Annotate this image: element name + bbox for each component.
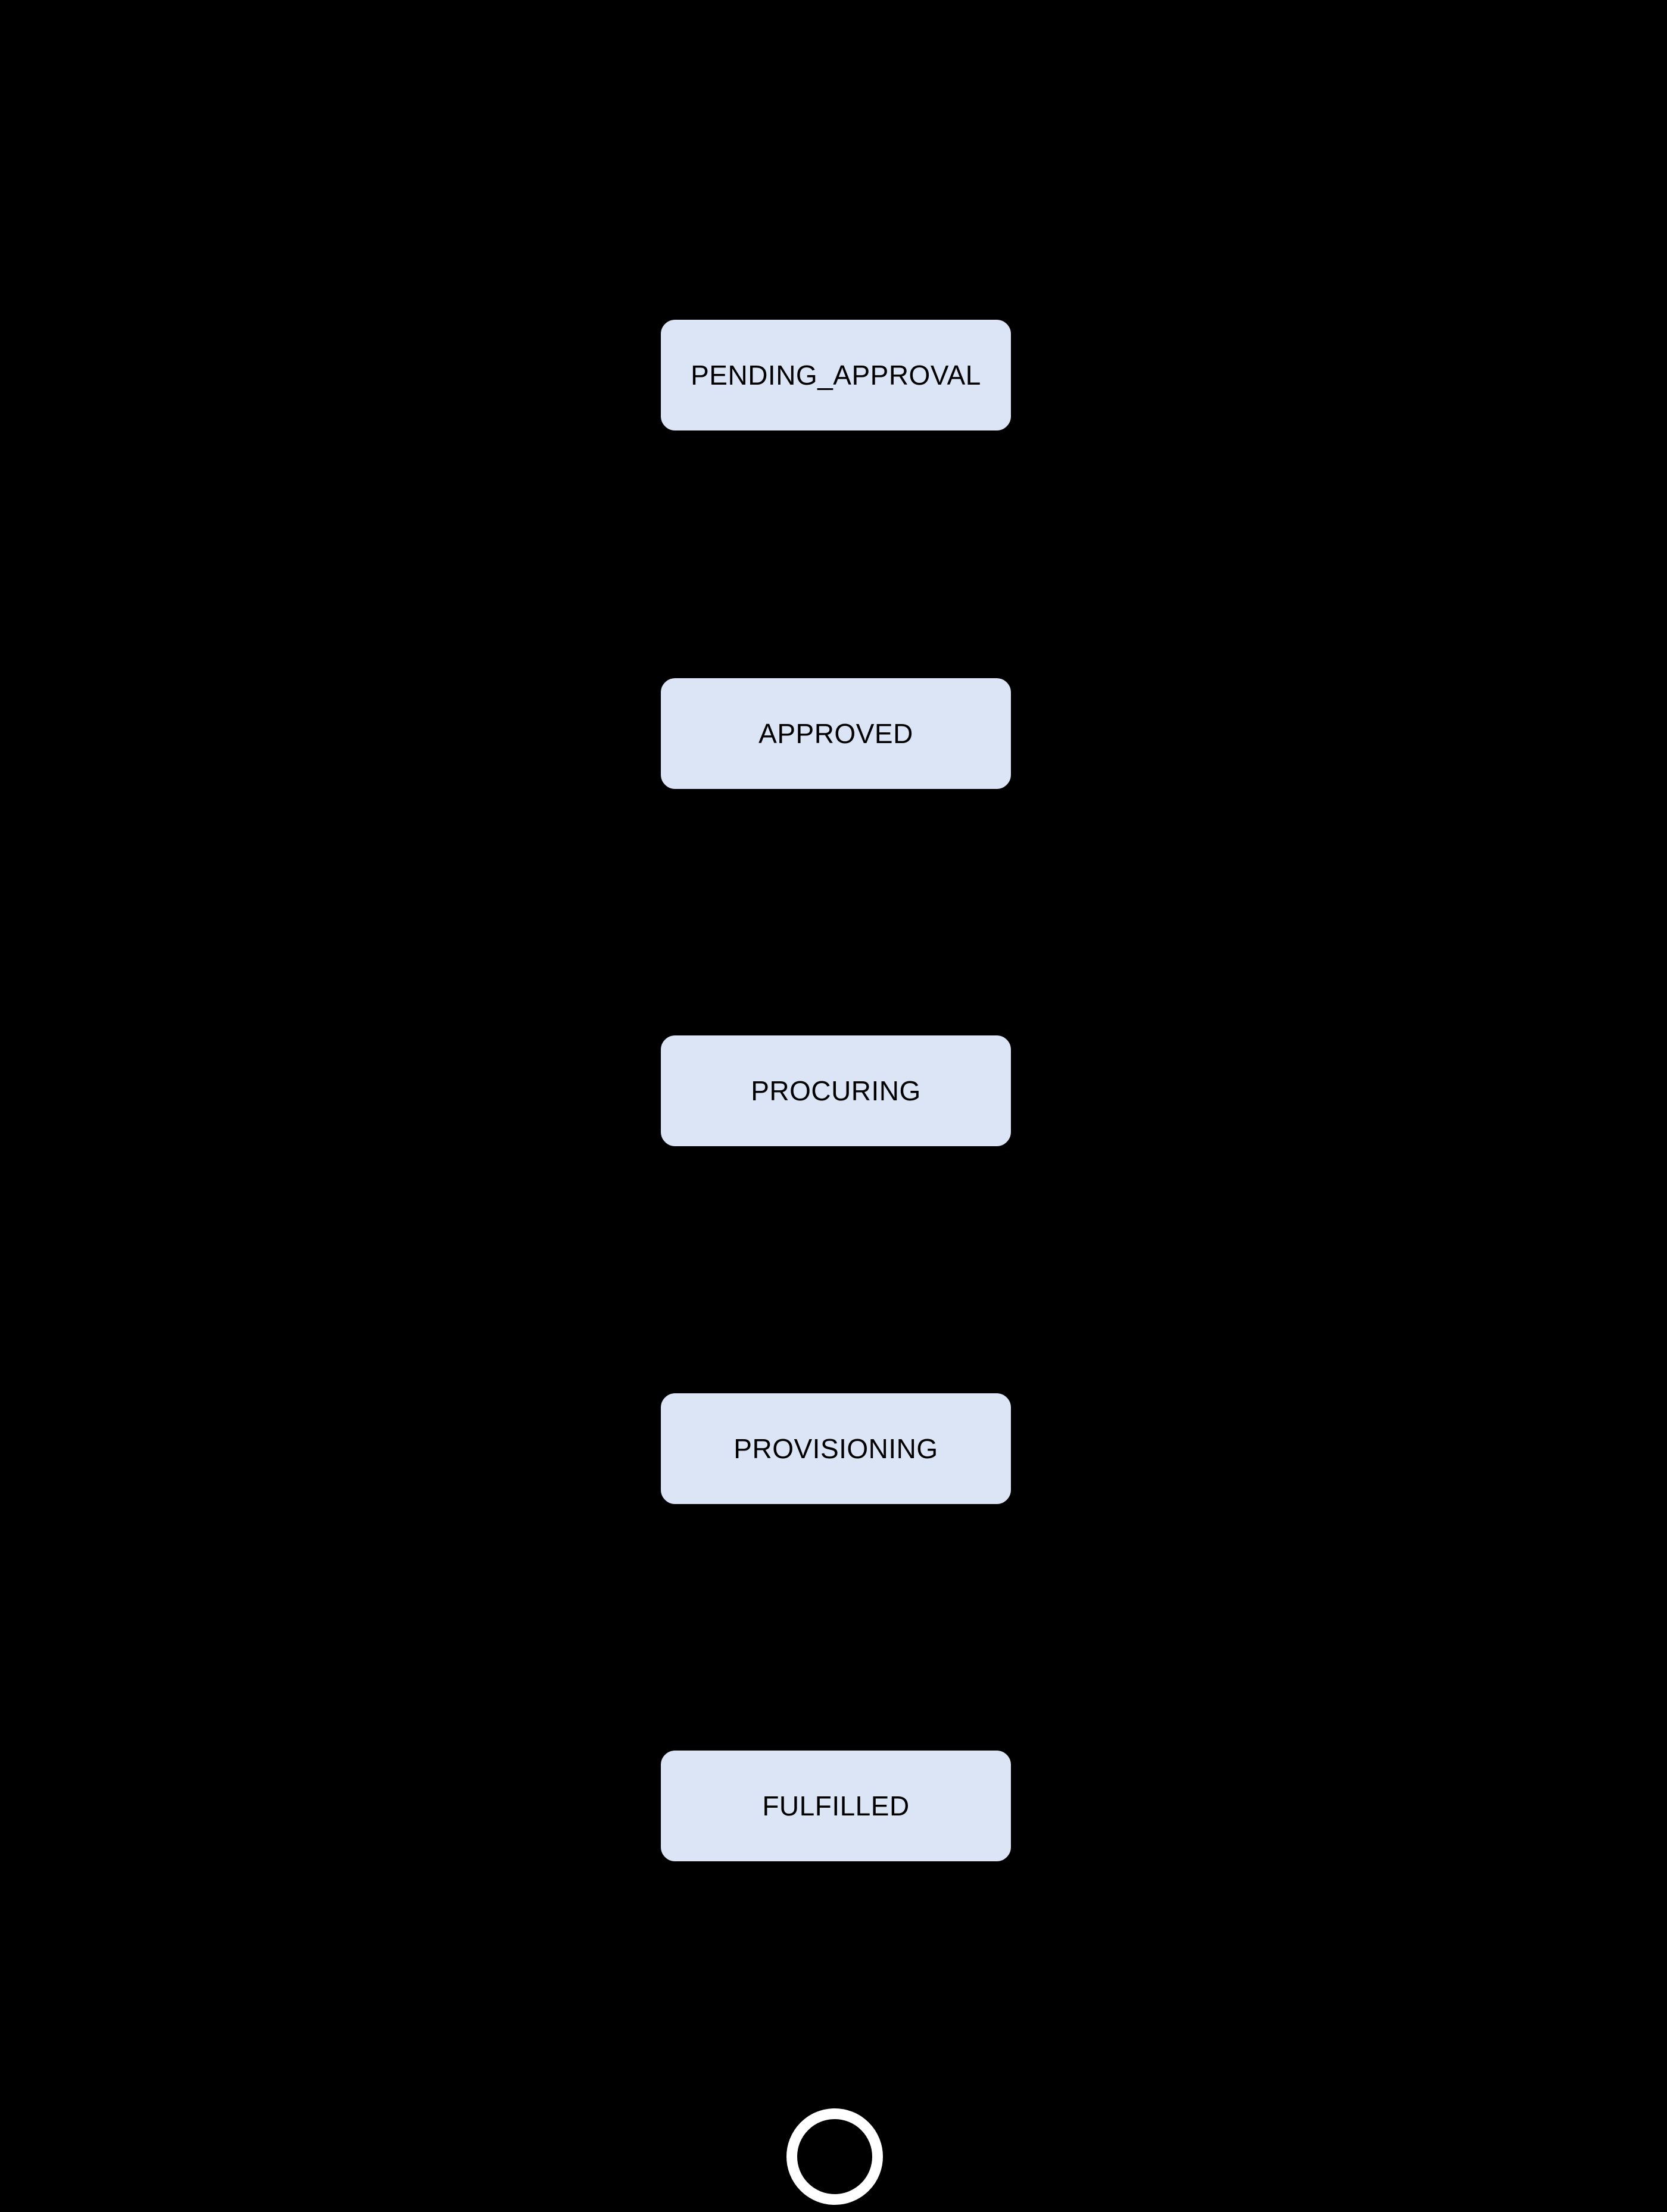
state-node-provisioning: PROVISIONING: [660, 1392, 1012, 1505]
state-label-fulfilled: FULFILLED: [762, 1790, 910, 1821]
state-node-pending-approval: PENDING_APPROVAL: [660, 319, 1012, 432]
state-node-fulfilled: FULFILLED: [660, 1749, 1012, 1862]
state-label-provisioning: PROVISIONING: [733, 1433, 938, 1464]
state-label-pending-approval: PENDING_APPROVAL: [691, 360, 981, 391]
state-node-approved: APPROVED: [660, 677, 1012, 790]
state-label-approved: APPROVED: [758, 718, 913, 749]
end-state-icon: [786, 2108, 883, 2205]
state-node-procuring: PROCURING: [660, 1034, 1012, 1147]
state-label-procuring: PROCURING: [751, 1075, 921, 1106]
